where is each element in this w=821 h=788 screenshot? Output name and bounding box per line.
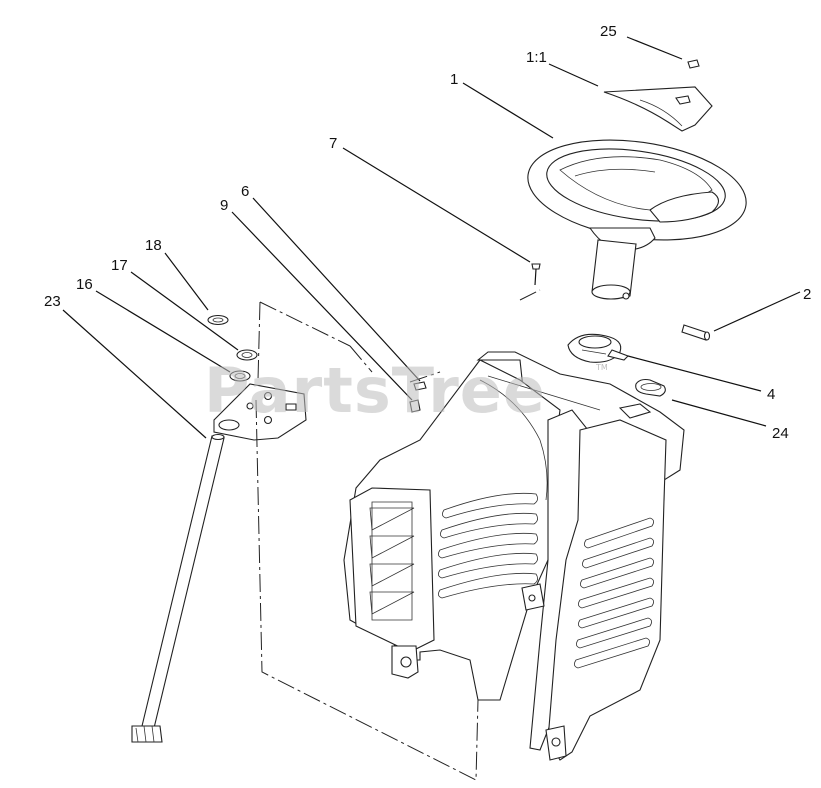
emblem-clip [687,59,700,69]
watermark: PartsTree [204,354,546,427]
left-vent-slats [369,501,415,621]
steering-shaft [131,433,225,743]
callout-25: 23 [44,293,61,310]
washer-16 [229,370,251,382]
phantom-boundary [255,301,479,781]
washer-18 [207,314,229,326]
callout-2: 2 [803,286,811,303]
callout-7: 7 [329,135,337,152]
steering-wheel [527,139,747,300]
bushing-collar [567,333,629,363]
left-inner-slots [438,492,538,599]
callout-16: 16 [76,276,93,293]
callout-18: 18 [145,237,162,254]
nut [413,381,427,391]
right-vent-slots [574,517,654,669]
callout-9: 9 [220,197,228,214]
callout-4: 4 [767,386,775,403]
watermark-tm: TM [595,363,608,372]
roll-pin [681,324,711,341]
callout-24: 24 [772,425,789,442]
washer-17 [236,349,258,361]
callout-1: 1 [450,71,458,88]
callout-6: 6 [241,183,249,200]
screw [531,263,541,286]
bolt [409,399,421,413]
callout-23: 25 [600,23,617,40]
callout-17: 17 [111,257,128,274]
bushing [635,378,666,397]
callout-1-1: 1:1 [526,49,547,66]
mounting-plate [213,383,307,441]
horn-cap [603,86,713,132]
leader-lines [62,36,801,439]
dash-console [343,351,685,761]
